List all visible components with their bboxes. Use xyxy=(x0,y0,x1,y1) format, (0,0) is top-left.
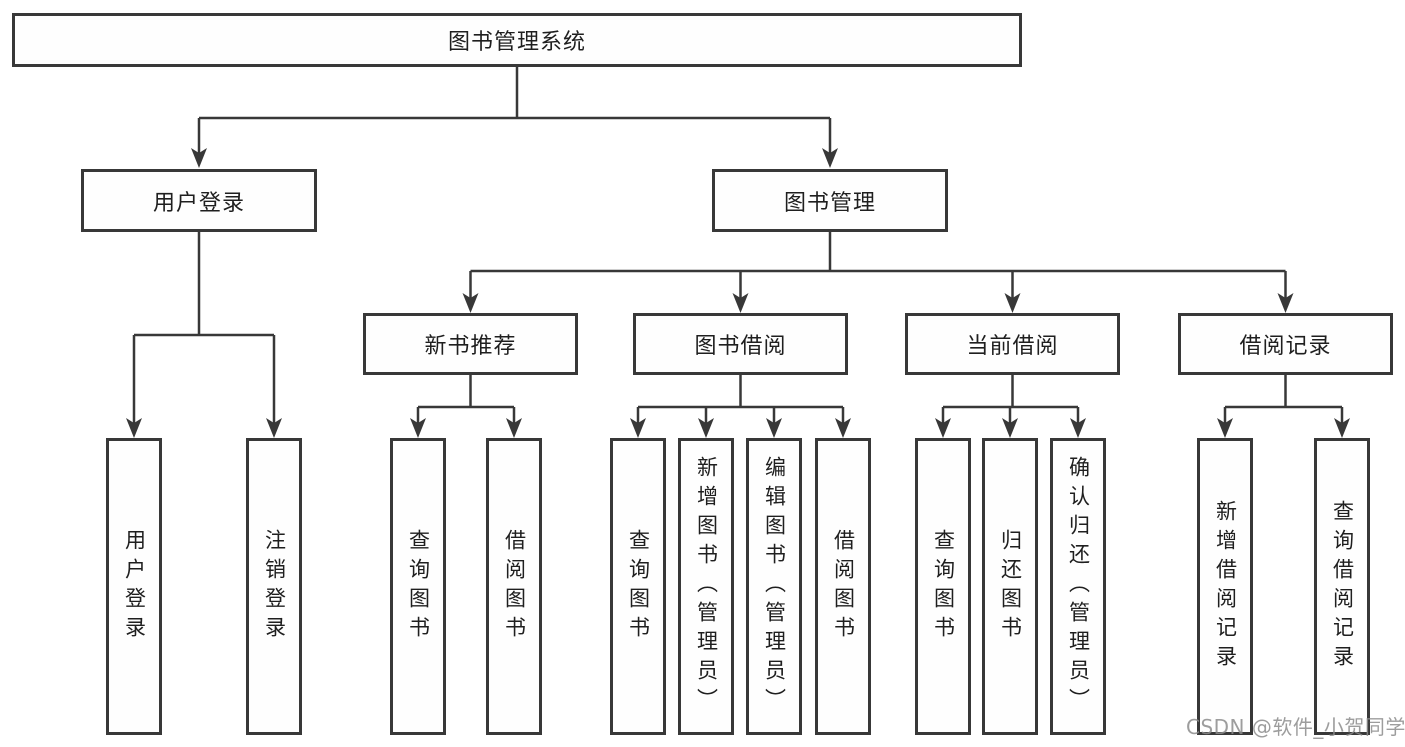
node-label: 当前借阅 xyxy=(966,334,1059,359)
arrowhead xyxy=(766,418,782,438)
csdn-watermark: CSDN @软件_小贺同学 xyxy=(1186,715,1405,739)
node-label: 借阅记录 xyxy=(1239,334,1332,359)
connector-book-borrow-to-leaves xyxy=(636,375,845,424)
node-book-management: 图书管理 xyxy=(712,169,948,232)
arrowhead xyxy=(1217,418,1233,438)
leaf-newbook-query-books: 查询图书 xyxy=(390,438,446,735)
arrowhead xyxy=(822,148,838,168)
node-label: 查询图书 xyxy=(931,528,956,645)
node-label: 编辑图书（管理员） xyxy=(762,456,787,717)
node-label: 图书借阅 xyxy=(694,334,787,359)
node-label: 用户登录 xyxy=(152,190,245,216)
node-label: 新书推荐 xyxy=(424,334,517,359)
arrowhead xyxy=(462,293,479,313)
arrowhead xyxy=(410,418,426,438)
connector-user-login-to-leaves xyxy=(132,232,276,424)
node-label: 图书管理系统 xyxy=(447,30,586,55)
leaf-query-borrow-record: 查询借阅记录 xyxy=(1314,438,1370,735)
leaf-add-books-admin: 新增图书（管理员） xyxy=(678,438,734,735)
node-label: 借阅图书 xyxy=(831,528,856,645)
node-label: 注销登录 xyxy=(262,528,287,645)
leaf-edit-books-admin: 编辑图书（管理员） xyxy=(746,438,802,735)
node-label: 图书管理 xyxy=(783,190,876,216)
arrowhead xyxy=(698,418,714,438)
node-label: 用户登录 xyxy=(122,528,147,645)
arrowhead xyxy=(1334,418,1350,438)
node-label: 确认归还（管理员） xyxy=(1066,456,1091,717)
arrowhead xyxy=(835,418,851,438)
connector-borrow-records-to-leaves xyxy=(1223,375,1344,424)
leaf-newbook-borrow-books: 借阅图书 xyxy=(486,438,542,735)
connector-new-book-to-leaves xyxy=(416,375,516,424)
arrowhead xyxy=(1277,293,1294,313)
arrowhead xyxy=(266,418,282,438)
node-label: 查询借阅记录 xyxy=(1330,499,1355,674)
node-label: 新增借阅记录 xyxy=(1213,499,1238,674)
node-new-book-recommend: 新书推荐 xyxy=(363,313,578,375)
node-book-borrow: 图书借阅 xyxy=(633,313,848,375)
arrowhead xyxy=(191,148,207,168)
node-label: 查询图书 xyxy=(626,528,651,645)
connector-book-mgmt-to-level3 xyxy=(469,232,1287,299)
leaf-logout: 注销登录 xyxy=(246,438,302,735)
connector-root-to-level2 xyxy=(197,67,832,154)
leaf-confirm-return-admin: 确认归还（管理员） xyxy=(1050,438,1106,735)
node-current-borrow: 当前借阅 xyxy=(905,313,1120,375)
arrowhead xyxy=(1004,293,1021,313)
connector-current-borrow-to-leaves xyxy=(941,375,1080,424)
node-user-login: 用户登录 xyxy=(81,169,317,232)
node-label: 借阅图书 xyxy=(502,528,527,645)
node-system-root: 图书管理系统 xyxy=(12,13,1022,67)
leaf-return-books: 归还图书 xyxy=(982,438,1038,735)
node-label: 新增图书（管理员） xyxy=(694,456,719,717)
arrowhead xyxy=(935,418,951,438)
leaf-add-borrow-record: 新增借阅记录 xyxy=(1197,438,1253,735)
arrowhead xyxy=(1070,418,1086,438)
node-borrow-records: 借阅记录 xyxy=(1178,313,1393,375)
arrowhead xyxy=(630,418,646,438)
leaf-current-query-books: 查询图书 xyxy=(915,438,971,735)
leaf-user-login: 用户登录 xyxy=(106,438,162,735)
arrowhead xyxy=(1002,418,1018,438)
leaf-borrow-query-books: 查询图书 xyxy=(610,438,666,735)
node-label: 归还图书 xyxy=(998,528,1023,645)
leaf-borrow-books: 借阅图书 xyxy=(815,438,871,735)
arrowhead xyxy=(506,418,522,438)
arrowhead xyxy=(732,293,749,313)
arrowhead xyxy=(126,418,142,438)
arrowheads xyxy=(126,148,1350,438)
node-label: 查询图书 xyxy=(406,528,431,645)
